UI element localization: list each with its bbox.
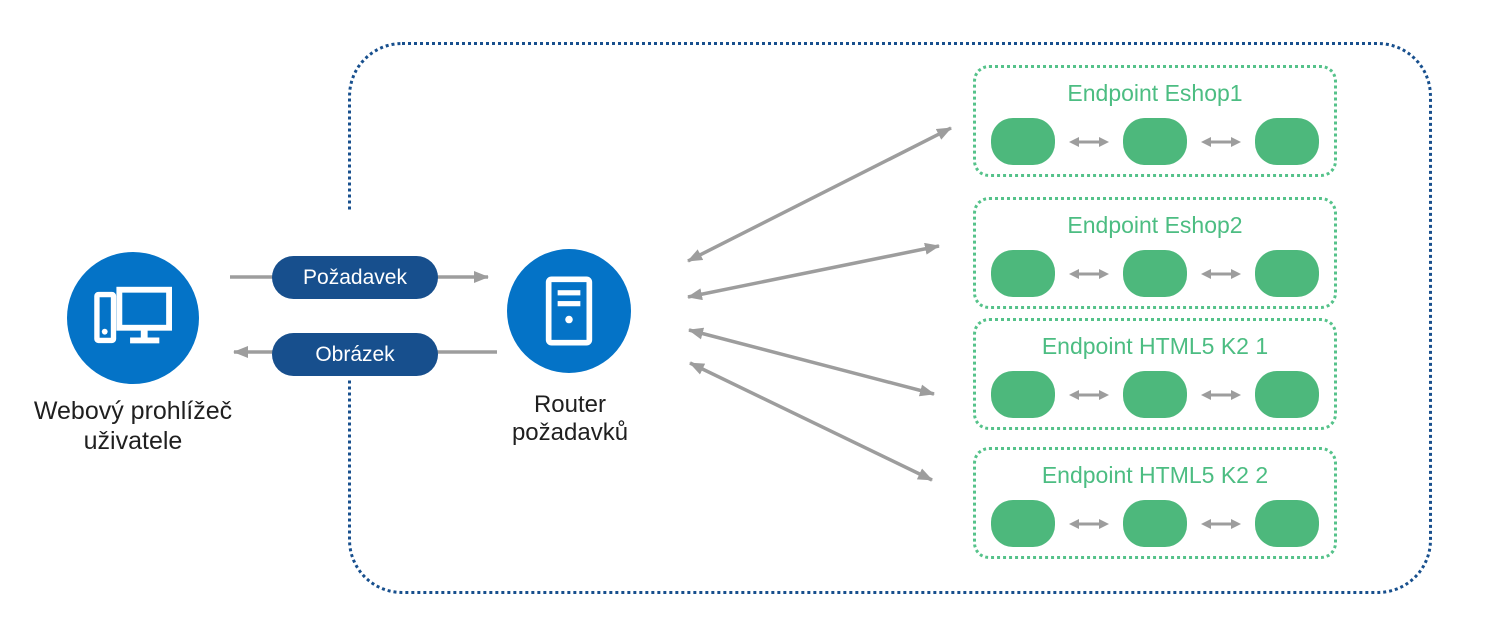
response-pill-label: Obrázek xyxy=(315,342,395,366)
endpoint-node xyxy=(1255,250,1319,297)
bidirectional-arrow-icon xyxy=(1069,518,1109,529)
endpoint-box-html5-k2-1: Endpoint HTML5 K2 1 xyxy=(973,318,1337,430)
bidirectional-arrow-icon xyxy=(1201,389,1241,400)
bidirectional-arrow-icon xyxy=(1069,268,1109,279)
endpoint-node-row xyxy=(976,118,1334,165)
endpoint-node xyxy=(1123,118,1187,165)
router-label-line1: Router xyxy=(533,391,607,418)
endpoint-node-row xyxy=(976,250,1334,297)
request-pill: Požadavek xyxy=(272,256,438,299)
endpoint-node xyxy=(991,118,1055,165)
request-pill-label: Požadavek xyxy=(303,265,407,289)
endpoint-box-eshop1: Endpoint Eshop1 xyxy=(973,65,1337,177)
bidirectional-arrow-icon xyxy=(1069,389,1109,400)
endpoint-node-row xyxy=(976,500,1334,547)
response-pill: Obrázek xyxy=(272,333,438,376)
endpoint-node xyxy=(991,250,1055,297)
endpoint-node xyxy=(991,371,1055,418)
bidirectional-arrow-icon xyxy=(1201,268,1241,279)
endpoint-node xyxy=(1255,118,1319,165)
server-icon xyxy=(545,276,593,346)
router-label-line2: požadavků xyxy=(511,419,629,446)
endpoint-node xyxy=(1123,371,1187,418)
desktop-computer-icon xyxy=(94,286,172,344)
endpoint-box-eshop2: Endpoint Eshop2 xyxy=(973,197,1337,309)
browser-label-line2: uživatele xyxy=(83,427,183,455)
browser-label: Webový prohlížeč uživatele xyxy=(3,396,263,456)
endpoint-title: Endpoint HTML5 K2 1 xyxy=(1041,333,1269,359)
bidirectional-arrow-icon xyxy=(1201,136,1241,147)
endpoint-box-html5-k2-2: Endpoint HTML5 K2 2 xyxy=(973,447,1337,559)
endpoint-title: Endpoint Eshop2 xyxy=(1067,212,1243,238)
browser-label-line1: Webový prohlížeč xyxy=(33,397,233,425)
endpoint-node xyxy=(991,500,1055,547)
browser-node xyxy=(67,252,199,384)
endpoint-title: Endpoint Eshop1 xyxy=(1067,80,1243,106)
endpoint-node xyxy=(1123,500,1187,547)
endpoint-node xyxy=(1255,500,1319,547)
router-label: Router požadavků xyxy=(470,391,670,447)
endpoint-title: Endpoint HTML5 K2 2 xyxy=(1041,462,1269,488)
bidirectional-arrow-icon xyxy=(1069,136,1109,147)
endpoint-node xyxy=(1255,371,1319,418)
bidirectional-arrow-icon xyxy=(1201,518,1241,529)
endpoint-node xyxy=(1123,250,1187,297)
endpoint-node-row xyxy=(976,371,1334,418)
router-node xyxy=(507,249,631,373)
